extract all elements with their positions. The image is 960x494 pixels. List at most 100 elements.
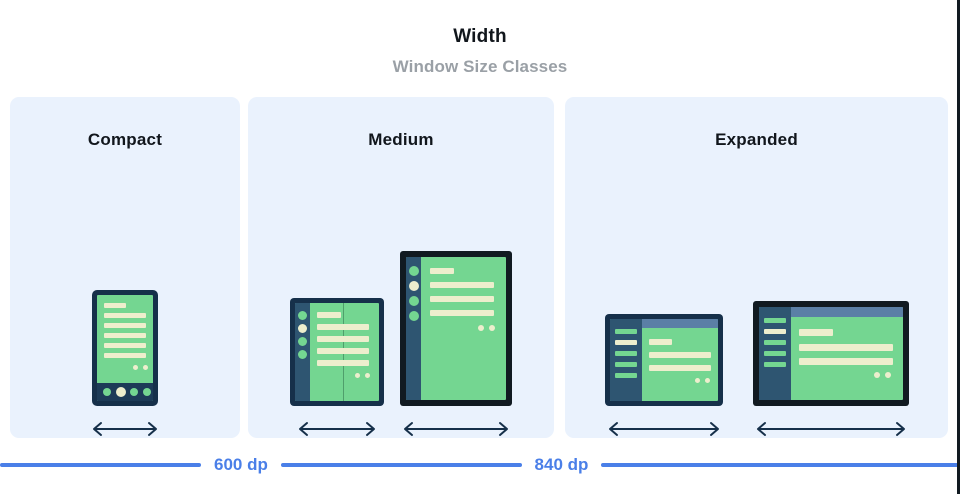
content-line bbox=[317, 348, 369, 354]
nav-dot bbox=[130, 388, 138, 396]
rail-dot bbox=[409, 296, 419, 306]
corner-dot bbox=[143, 365, 148, 370]
device-column-landscape-large bbox=[752, 301, 909, 438]
nav-dot-active bbox=[116, 387, 126, 397]
rail-dot bbox=[298, 337, 307, 346]
page-subtitle: Window Size Classes bbox=[392, 57, 568, 76]
corner-dot bbox=[355, 373, 360, 378]
panel-medium: Medium bbox=[248, 97, 554, 438]
panel-compact: Compact bbox=[10, 97, 240, 438]
tablet-nav-rail bbox=[406, 257, 421, 400]
content-line bbox=[104, 353, 146, 358]
rail-bar bbox=[763, 340, 786, 345]
rail-dot bbox=[409, 266, 419, 276]
content-line bbox=[648, 365, 711, 371]
content-line bbox=[430, 310, 494, 316]
device-foldable-unfolded bbox=[290, 298, 384, 406]
landscape-nav-rail bbox=[758, 307, 791, 400]
rail-dot-active bbox=[298, 324, 307, 333]
device-column-landscape-small bbox=[604, 314, 723, 438]
device-group-compact bbox=[10, 157, 240, 438]
tablet-portrait-screen bbox=[406, 257, 506, 400]
content-line bbox=[104, 323, 146, 328]
device-tablet-portrait bbox=[400, 251, 512, 406]
panel-title-expanded: Expanded bbox=[715, 130, 798, 149]
content-line bbox=[317, 336, 369, 342]
phone-nav-bar bbox=[97, 383, 153, 401]
breakpoint-scale-row: 600 dp 840 dp bbox=[0, 452, 960, 478]
content-line bbox=[648, 339, 672, 345]
content-line bbox=[798, 329, 833, 336]
device-tablet-landscape-small bbox=[604, 314, 723, 406]
foldable-nav-rail bbox=[295, 303, 310, 401]
corner-dot bbox=[873, 372, 880, 378]
corner-dot bbox=[133, 365, 138, 370]
content-line bbox=[430, 296, 494, 302]
rail-bar bbox=[614, 362, 637, 367]
content-line bbox=[648, 352, 711, 358]
device-desktop-landscape-large bbox=[752, 301, 909, 406]
panel-title-compact: Compact bbox=[87, 130, 163, 149]
rail-bar-active bbox=[763, 329, 786, 334]
corner-dot bbox=[694, 378, 700, 383]
corner-dot bbox=[704, 378, 710, 383]
content-line bbox=[104, 333, 146, 338]
double-headed-arrow-icon bbox=[756, 422, 905, 436]
panel-title-medium: Medium bbox=[368, 130, 434, 149]
content-line bbox=[430, 282, 494, 288]
corner-dot bbox=[489, 325, 495, 331]
content-line bbox=[317, 324, 369, 330]
rail-bar-active bbox=[614, 340, 637, 345]
corner-dot bbox=[884, 372, 891, 378]
corner-dot bbox=[478, 325, 484, 331]
content-line bbox=[104, 343, 146, 348]
rail-dot bbox=[298, 311, 307, 320]
content-line bbox=[798, 344, 893, 351]
content-line bbox=[104, 313, 146, 318]
header: Width Window Size Classes bbox=[0, 0, 960, 77]
right-edge-border bbox=[957, 0, 960, 494]
content-line bbox=[798, 358, 893, 365]
rail-bar bbox=[763, 351, 786, 356]
double-headed-arrow-icon bbox=[404, 422, 508, 436]
device-column-tablet-portrait bbox=[400, 251, 512, 438]
rail-bar bbox=[614, 351, 637, 356]
device-column-phone bbox=[89, 290, 161, 438]
app-top-bar bbox=[790, 307, 903, 317]
breakpoint-label-600: 600 dp bbox=[214, 455, 268, 474]
rail-bar bbox=[763, 362, 786, 367]
nav-dot bbox=[143, 388, 151, 396]
rail-bar bbox=[763, 318, 786, 323]
rail-dot bbox=[409, 311, 419, 321]
app-top-bar bbox=[641, 319, 718, 328]
scale-rule-segment bbox=[280, 463, 522, 467]
rail-dot-active bbox=[409, 281, 419, 291]
device-phone-portrait bbox=[92, 290, 158, 406]
panel-expanded: Expanded bbox=[565, 97, 948, 438]
rail-bar bbox=[614, 329, 637, 334]
page-title: Width bbox=[453, 26, 507, 47]
content-line bbox=[317, 312, 341, 318]
nav-dot bbox=[103, 388, 111, 396]
rail-dot bbox=[298, 350, 307, 359]
device-group-medium bbox=[248, 157, 554, 438]
breakpoint-scale: 600 dp 840 dp bbox=[0, 438, 960, 494]
double-headed-arrow-icon bbox=[299, 422, 375, 436]
rail-bar bbox=[614, 373, 637, 378]
corner-dot bbox=[365, 373, 370, 378]
double-headed-arrow-icon bbox=[93, 422, 157, 436]
landscape-large-screen bbox=[758, 307, 903, 400]
landscape-small-screen bbox=[609, 319, 718, 401]
double-headed-arrow-icon bbox=[608, 422, 719, 436]
scale-rule-segment bbox=[601, 463, 960, 467]
foldable-screen bbox=[295, 303, 379, 401]
landscape-nav-rail bbox=[609, 319, 642, 401]
breakpoint-label-840: 840 dp bbox=[534, 455, 589, 474]
content-line bbox=[104, 303, 126, 308]
content-line bbox=[430, 268, 454, 274]
content-line bbox=[317, 360, 369, 366]
scale-rule-segment bbox=[0, 463, 202, 467]
size-class-panels: Compact bbox=[10, 97, 948, 438]
device-group-expanded bbox=[565, 157, 948, 438]
